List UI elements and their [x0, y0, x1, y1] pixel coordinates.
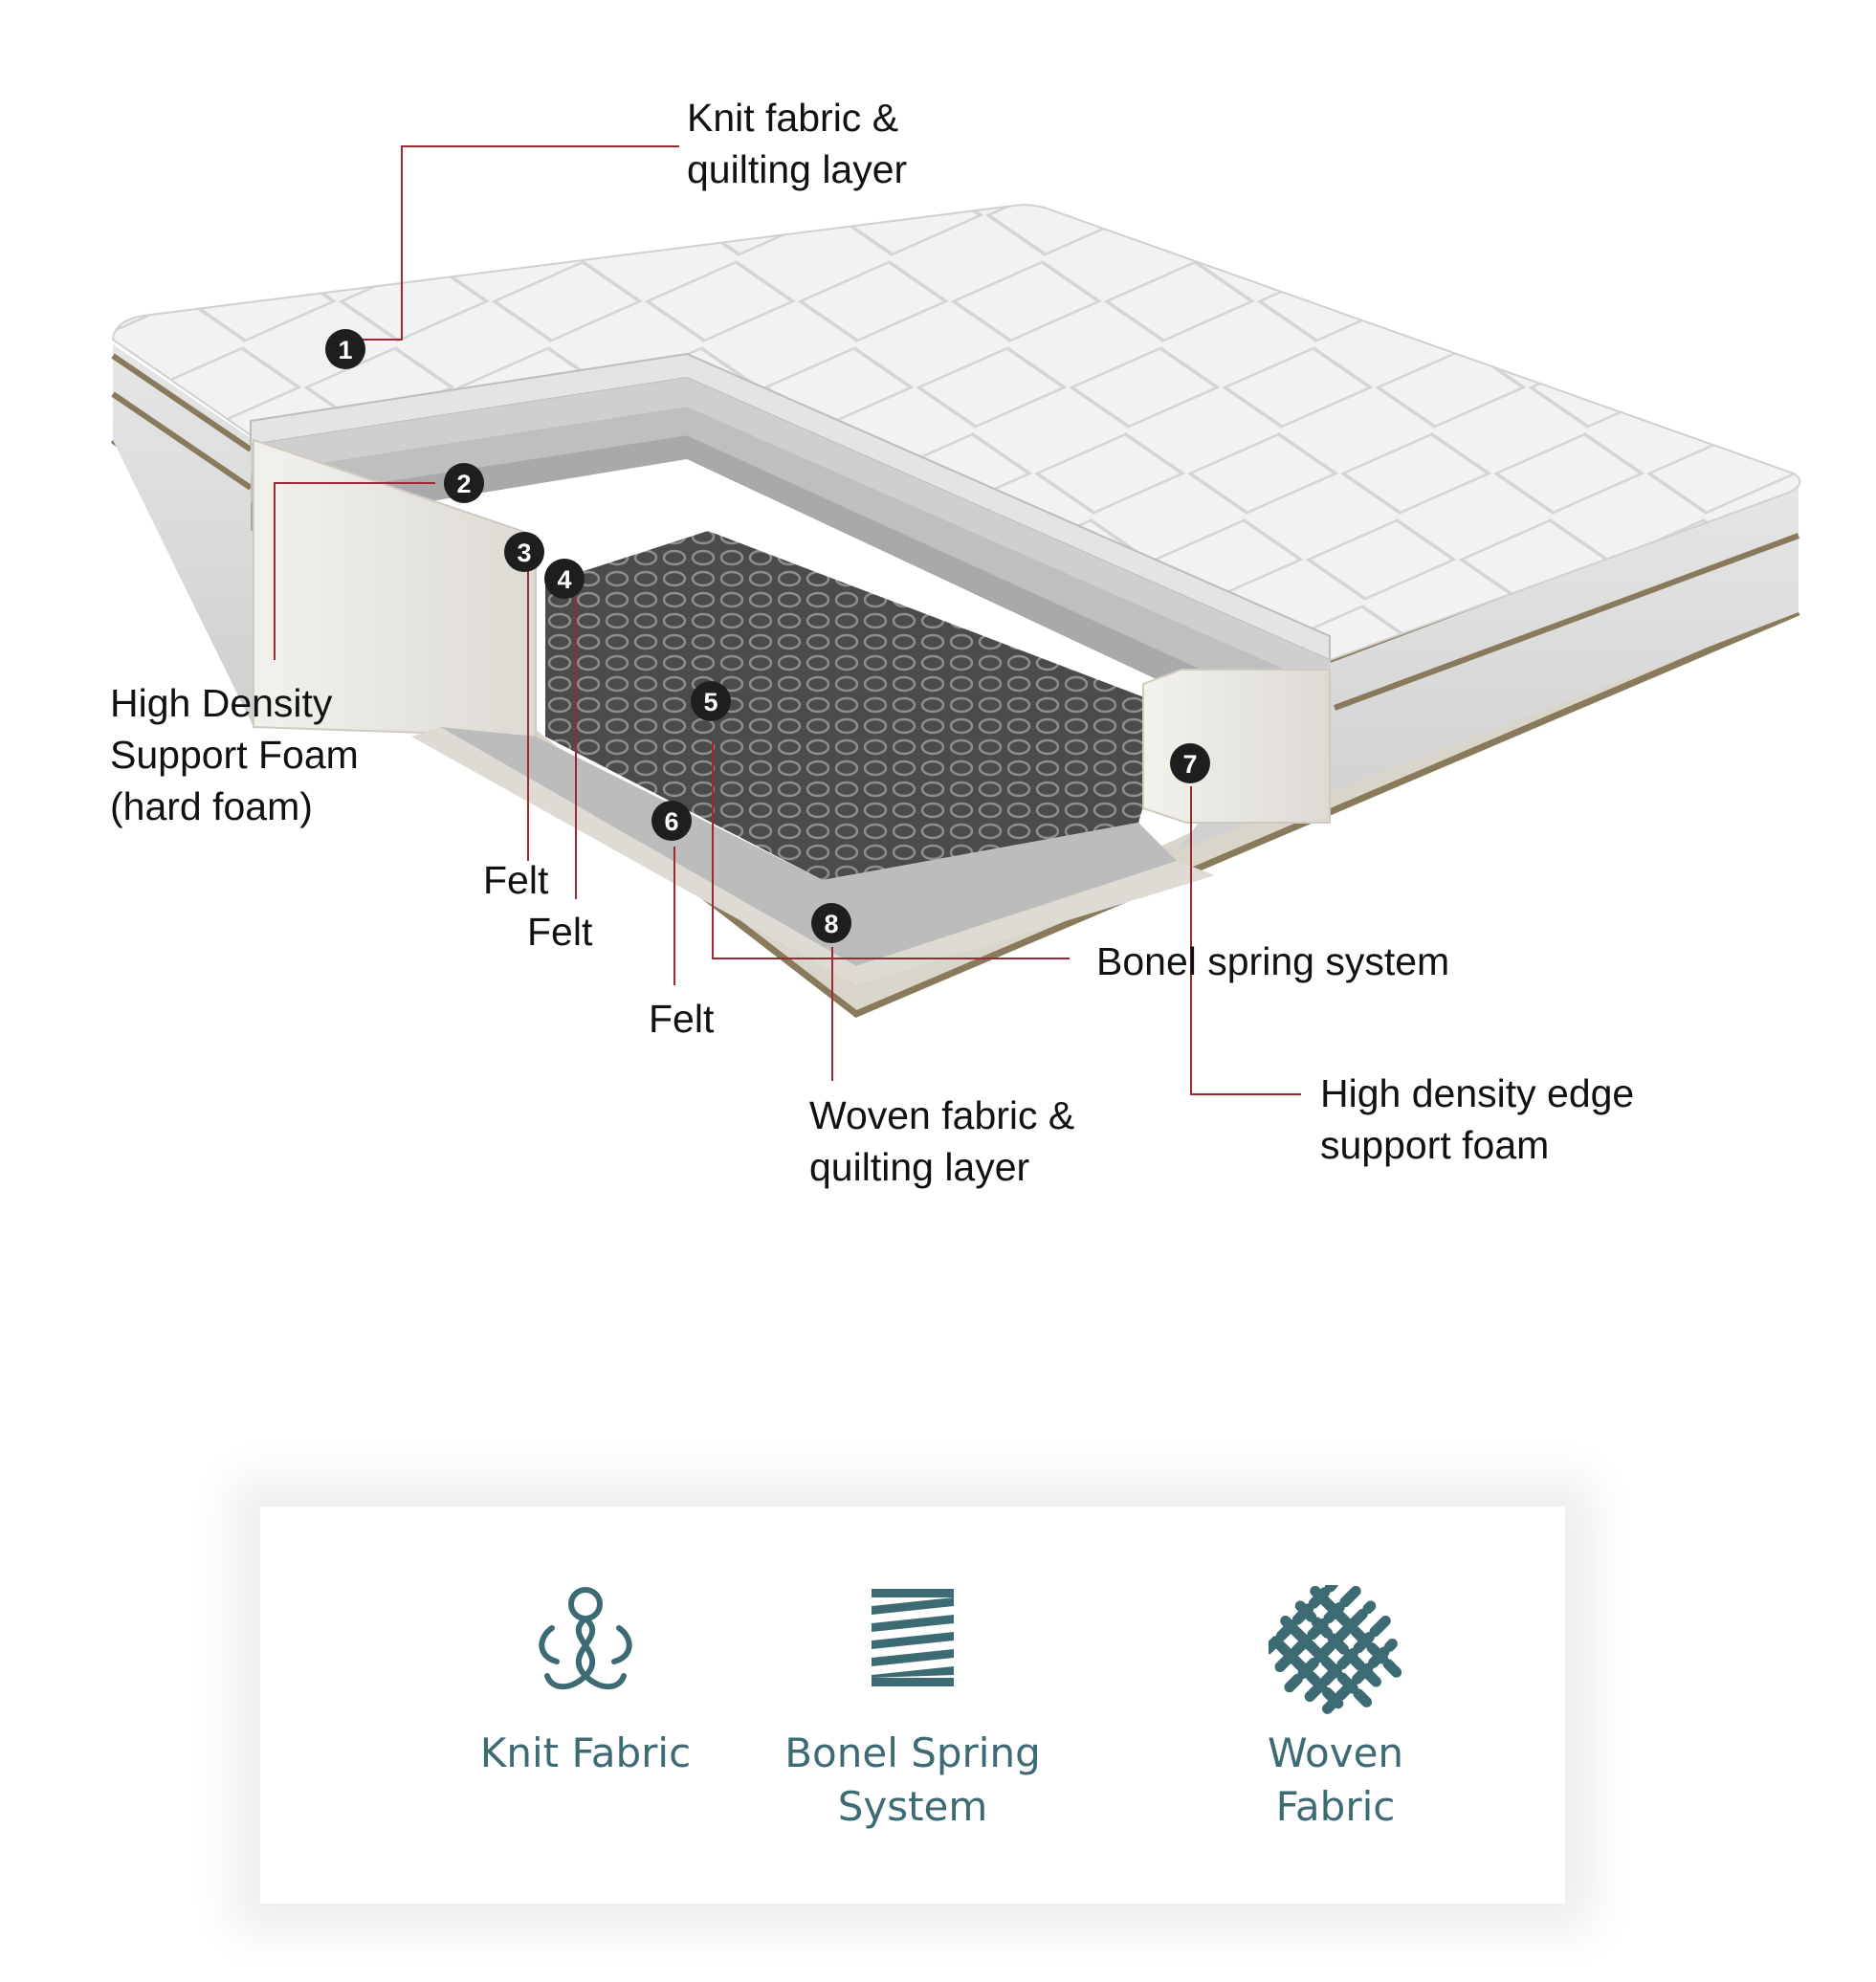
svg-text:4: 4	[557, 565, 571, 594]
svg-text:8: 8	[824, 910, 838, 938]
woven-bottom-layer	[411, 727, 1215, 985]
badge-2: 2	[444, 463, 484, 503]
callout-spring-system: Bonel spring system	[1096, 939, 1450, 983]
callout-line: Support Foam	[110, 733, 359, 777]
callout-line: Woven fabric &	[809, 1093, 1075, 1137]
feature-label-line: Fabric	[1275, 1783, 1396, 1830]
feature-knit-fabric: Knit Fabric	[385, 1507, 786, 1904]
comfort-layers-cutaway	[250, 352, 1331, 689]
feature-label-line: Woven	[1267, 1729, 1404, 1776]
badge-3: 3	[504, 532, 544, 572]
edge-support-foam-block	[1142, 669, 1331, 824]
bonel-spring-core	[545, 531, 1172, 880]
svg-text:2: 2	[456, 470, 471, 498]
callout-felt-4: Felt	[527, 910, 593, 954]
feature-label-line: Bonel Spring	[784, 1729, 1041, 1776]
callout-woven-layer: Woven fabric & quilting layer	[809, 1090, 1074, 1193]
svg-text:7: 7	[1182, 750, 1197, 779]
knit-fabric-icon	[539, 1587, 632, 1690]
callout-line: quilting layer	[687, 147, 908, 191]
callout-support-foam: High Density Support Foam (hard foam)	[110, 677, 359, 832]
feature-label-line: System	[837, 1783, 988, 1830]
callout-line: (hard foam)	[110, 784, 313, 828]
badge-8: 8	[811, 903, 851, 943]
feature-label: Bonel Spring System	[712, 1727, 1114, 1834]
callout-line: quilting layer	[809, 1145, 1030, 1189]
callout-edge-foam: High density edge support foam	[1320, 1068, 1634, 1171]
badge-6: 6	[651, 801, 692, 841]
callout-line: High Density	[110, 681, 333, 725]
badge-5: 5	[691, 681, 731, 721]
svg-text:5: 5	[703, 688, 717, 716]
quilted-top-surface	[111, 204, 1801, 662]
leader-lines	[274, 145, 1301, 1095]
feature-woven-fabric: Woven Fabric	[1135, 1507, 1536, 1904]
badge-7: 7	[1170, 743, 1210, 783]
callout-felt-6: Felt	[649, 997, 715, 1041]
callout-line: High density edge	[1320, 1071, 1635, 1115]
felt-base-layer	[440, 727, 1177, 966]
mattress-cutaway-diagram: 1 2 3 4 5 6 7 8	[110, 145, 1801, 1095]
mattress-left-wall	[111, 344, 254, 727]
svg-text:1: 1	[338, 336, 352, 364]
callout-felt-3: Felt	[483, 858, 549, 902]
badge-1: 1	[325, 329, 365, 369]
feature-bonel-spring: Bonel Spring System	[712, 1507, 1114, 1904]
svg-text:3: 3	[517, 539, 531, 567]
badge-4: 4	[544, 559, 585, 599]
feature-label: Knit Fabric	[385, 1727, 786, 1780]
feature-label-line: Knit Fabric	[479, 1729, 692, 1776]
spring-coil-icon	[872, 1589, 954, 1686]
callout-knit-layer: Knit fabric & quilting layer	[687, 92, 907, 195]
features-panel: Knit Fabric Bonel Spring System	[260, 1507, 1565, 1904]
callout-line: support foam	[1320, 1123, 1550, 1167]
woven-fabric-icon	[1269, 1585, 1402, 1714]
feature-label: Woven Fabric	[1135, 1727, 1536, 1834]
svg-text:6: 6	[664, 807, 678, 836]
callout-line: Knit fabric &	[687, 96, 899, 140]
